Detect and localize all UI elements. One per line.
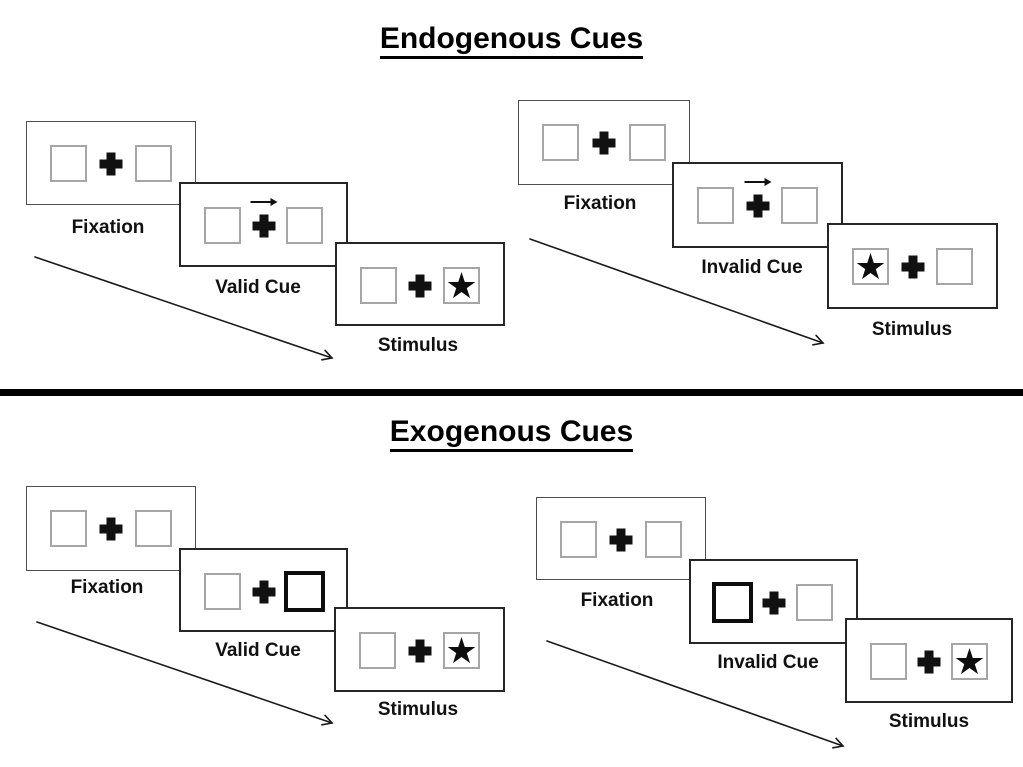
left-placeholder-box: [870, 643, 907, 680]
step-label: Stimulus: [888, 711, 970, 732]
step-label: Stimulus: [871, 319, 953, 340]
valid-cue-card: [179, 548, 348, 632]
left-placeholder-box: [360, 267, 397, 304]
time-sequence-arrow: [529, 238, 825, 346]
left-placeholder-box: [204, 207, 241, 244]
step-label: Fixation: [580, 590, 654, 611]
right-placeholder-box: [781, 187, 818, 224]
time-sequence-arrow: [546, 640, 845, 749]
step-label: Fixation: [563, 193, 637, 214]
fixation-card: [536, 497, 706, 580]
time-sequence-arrow: [34, 256, 334, 361]
fixation-cross-icon: [746, 194, 769, 218]
left-placeholder-box: [204, 573, 241, 610]
fixation-cross-icon: [901, 255, 924, 279]
step-label: Valid Cue: [215, 277, 301, 298]
left-placeholder-box: [359, 632, 396, 669]
fixation-cross-icon: [408, 639, 431, 663]
cue-arrow-right-icon: [744, 177, 771, 187]
right-placeholder-box: [936, 248, 973, 285]
time-sequence-arrow: [36, 621, 334, 726]
fixation-cross-icon: [252, 580, 275, 604]
step-label: Invalid Cue: [717, 652, 819, 673]
step-label: Valid Cue: [215, 640, 301, 661]
right-placeholder-box: [645, 521, 682, 558]
stimulus-card: ★: [335, 242, 505, 326]
fixation-cross-icon: [252, 214, 275, 238]
fixation-card: [518, 100, 690, 185]
fixation-cross-icon: [99, 517, 123, 541]
highlighted-cue-box: [712, 582, 753, 623]
endogenous-section-title: Endogenous Cues: [0, 22, 1023, 59]
right-placeholder-box: [796, 584, 833, 621]
right-placeholder-box: [629, 124, 666, 161]
step-label: Stimulus: [377, 335, 459, 356]
star-stimulus-icon: ★: [443, 632, 480, 669]
right-placeholder-box: [135, 145, 172, 182]
invalid-cue-card: [689, 559, 858, 644]
stimulus-card: ★: [334, 607, 505, 692]
fixation-cross-icon: [592, 131, 616, 155]
left-placeholder-box: [697, 187, 734, 224]
step-label: Stimulus: [377, 699, 459, 720]
right-placeholder-box: [286, 207, 323, 244]
left-placeholder-box: [50, 145, 87, 182]
left-placeholder-box: [50, 510, 87, 547]
stimulus-card: ★: [845, 618, 1013, 703]
invalid-cue-card: [672, 162, 843, 248]
step-label: Fixation: [71, 217, 145, 238]
fixation-cross-icon: [408, 274, 432, 298]
star-stimulus-icon: ★: [443, 267, 480, 304]
highlighted-cue-box: [284, 571, 325, 612]
star-stimulus-icon: ★: [852, 248, 889, 285]
star-stimulus-icon: ★: [951, 643, 988, 680]
fixation-cross-icon: [99, 152, 123, 176]
step-label: Fixation: [70, 577, 144, 598]
right-placeholder-box: [135, 510, 172, 547]
stimulus-card: ★: [827, 223, 998, 309]
cue-arrow-right-icon: [250, 197, 277, 207]
fixation-cross-icon: [762, 591, 785, 615]
fixation-card: [26, 486, 196, 571]
fixation-card: [26, 121, 196, 205]
valid-cue-card: [179, 182, 348, 267]
fixation-cross-icon: [609, 528, 633, 552]
exogenous-section-title: Exogenous Cues: [0, 415, 1023, 452]
left-placeholder-box: [560, 521, 597, 558]
fixation-cross-icon: [917, 650, 941, 674]
left-placeholder-box: [542, 124, 579, 161]
step-label: Invalid Cue: [701, 257, 803, 278]
section-divider: [0, 389, 1023, 396]
